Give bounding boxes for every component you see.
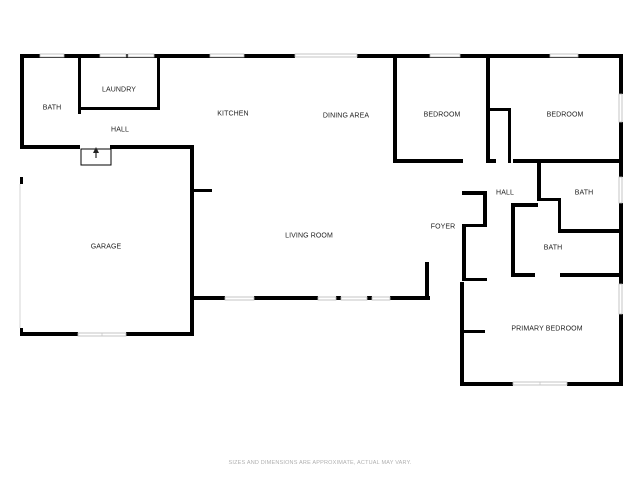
room-label-bedroom: BEDROOM: [423, 111, 461, 119]
room-label-dining-area: DINING AREA: [322, 112, 370, 120]
room-label-bath: BATH: [42, 104, 62, 112]
room-label-hall: HALL: [496, 189, 514, 197]
room-label-bath: BATH: [574, 189, 594, 197]
room-label-bath: BATH: [543, 244, 563, 252]
room-label-kitchen: KITCHEN: [217, 110, 249, 118]
room-label-hall: HALL: [111, 126, 129, 134]
steps: [80, 147, 112, 166]
walls: [20, 54, 623, 386]
room-label-bedroom: BEDROOM: [546, 111, 584, 119]
room-label-living-room: LIVING ROOM: [285, 232, 333, 240]
disclaimer-text: SIZES AND DIMENSIONS ARE APPROXIMATE, AC…: [228, 460, 412, 466]
room-label-garage: GARAGE: [90, 243, 122, 251]
windows: [19, 53, 623, 386]
room-label-laundry: LAUNDRY: [101, 86, 137, 94]
room-label-foyer: FOYER: [430, 223, 456, 231]
room-label-primary-bedroom: PRIMARY BEDROOM: [511, 325, 583, 333]
